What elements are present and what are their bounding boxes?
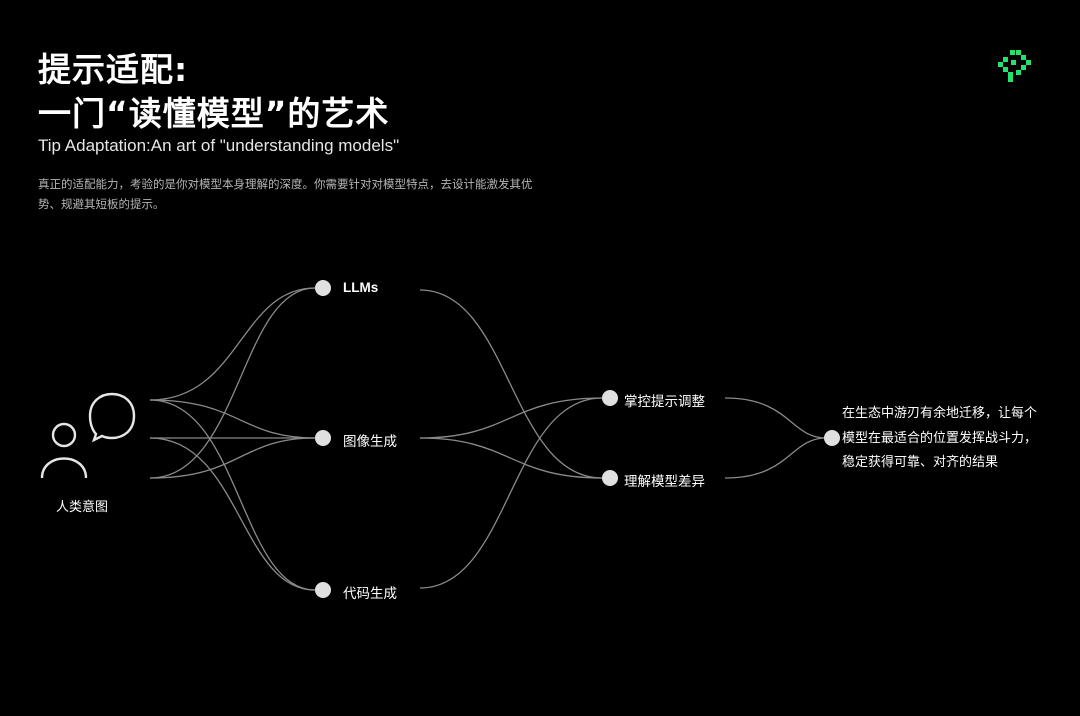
node-skill-understand (602, 470, 618, 486)
connector-human-image (149, 399, 316, 439)
connector-human-llms (149, 287, 316, 401)
connector-code-skill (419, 397, 603, 589)
title-line-2: 一门“读懂模型”的艺术 (38, 94, 390, 133)
person-with-speech-bubble-icon (40, 392, 136, 479)
node-result (824, 430, 840, 446)
title-line-1: 提示适配: (38, 50, 189, 89)
connector-skill-result (724, 437, 827, 479)
brand-logo-icon (998, 50, 1031, 82)
connector-human-code (149, 399, 316, 591)
diagram-nodes (315, 280, 840, 598)
model-label-llms: LLMs (343, 280, 379, 295)
human-intent-label: 人类意图 (56, 500, 109, 515)
node-image (315, 430, 331, 446)
skill-label-control: 掌控提示调整 (624, 394, 705, 410)
node-skill-control (602, 390, 618, 406)
result-text: 在生态中游刃有余地迁移，让每个模型在最适合的位置发挥战斗力，稳定获得可靠、对齐的… (842, 406, 1038, 470)
skill-label-understand: 理解模型差异 (624, 474, 705, 490)
connection-lines (149, 287, 827, 591)
page-title: 提示适配: 一门“读懂模型”的艺术 (38, 48, 389, 136)
connector-human-llms (149, 287, 316, 479)
model-label-image: 图像生成 (343, 434, 397, 450)
model-label-code: 代码生成 (343, 586, 397, 602)
page-subtitle: Tip Adaptation:An art of "understanding … (38, 136, 400, 155)
connector-llms-skill (419, 289, 603, 479)
page-description: 真正的适配能力，考验的是你对模型本身理解的深度。你需要针对对模型特点，去设计能激… (38, 177, 533, 211)
connector-human-code (149, 437, 316, 591)
connector-human-image (149, 437, 316, 479)
connector-image-skill (419, 437, 603, 479)
node-llms (315, 280, 331, 296)
node-code (315, 582, 331, 598)
connector-skill-result (724, 397, 827, 439)
connector-image-skill (419, 397, 603, 439)
